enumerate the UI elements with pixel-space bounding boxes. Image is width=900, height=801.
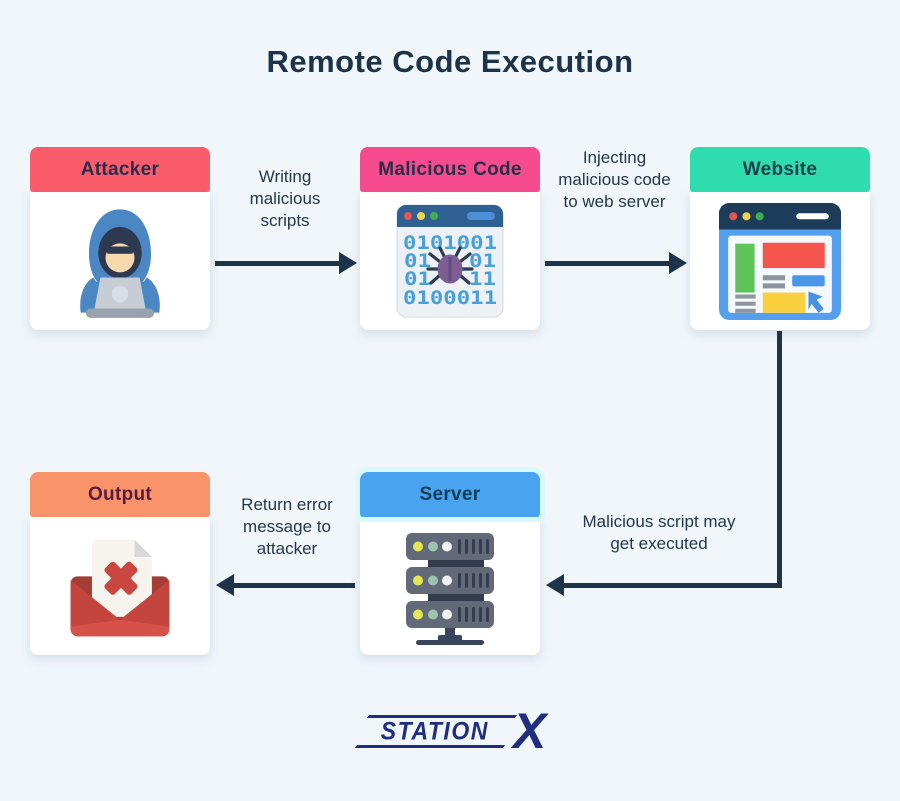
- webpage-icon: [719, 202, 841, 320]
- node-output: Output: [30, 472, 210, 655]
- stationx-logo-wordmark: STATION: [354, 715, 517, 748]
- server-unit: [406, 601, 494, 628]
- arrow-attacker-to-malicious: [215, 261, 341, 266]
- arrow-website-to-server: [561, 583, 782, 588]
- arrowhead-left-icon: [216, 574, 234, 596]
- node-website-label: Website: [742, 158, 818, 180]
- error-x-icon: [104, 561, 138, 595]
- svg-text:0101001: 0101001: [403, 232, 497, 254]
- node-website: Website: [690, 147, 870, 330]
- arrowhead-right-icon: [339, 252, 357, 274]
- node-malicious-code-body: 0101001 01 01 01 11 0100011: [360, 192, 540, 330]
- svg-text:01: 01: [404, 268, 431, 290]
- logo-word: STATION: [380, 716, 489, 745]
- node-website-body: [690, 192, 870, 330]
- node-server-body: [360, 517, 540, 655]
- stationx-logo: STATION X: [0, 703, 900, 759]
- node-server-label: Server: [419, 483, 481, 505]
- node-malicious-code-header: Malicious Code: [360, 147, 540, 192]
- node-attacker-label: Attacker: [80, 158, 160, 180]
- arrow-malicious-to-website: [545, 261, 671, 266]
- cursor-icon: [808, 290, 824, 313]
- node-malicious-code: Malicious Code 0101001 01 01 01 11 01000…: [360, 147, 540, 330]
- hacker-icon: [80, 209, 160, 318]
- error-mail-icon: [70, 539, 170, 637]
- logo-x: X: [512, 703, 547, 759]
- arrow-website-down-segment: [777, 331, 782, 588]
- malicious-code-icon: 0101001 01 01 01 11 0100011: [396, 204, 504, 318]
- node-output-header: Output: [30, 472, 210, 517]
- svg-text:11: 11: [469, 268, 496, 290]
- node-attacker: Attacker: [30, 147, 210, 330]
- server-unit: [406, 567, 494, 594]
- page-title: Remote Code Execution: [266, 44, 634, 79]
- svg-text:01: 01: [404, 250, 431, 272]
- node-output-body: [30, 517, 210, 655]
- edge-label-writing-malicious-scripts: Writing malicious scripts: [249, 167, 321, 231]
- arrowhead-right-icon: [669, 252, 687, 274]
- svg-text:0100011: 0100011: [403, 287, 497, 309]
- arrowhead-left-icon: [546, 574, 564, 596]
- edge-label-return-error-message: Return error message to attacker: [241, 495, 333, 559]
- node-attacker-body: [30, 192, 210, 330]
- node-malicious-code-label: Malicious Code: [378, 158, 522, 180]
- server-unit: [406, 533, 494, 560]
- node-server-header: Server: [360, 472, 540, 517]
- edge-label-malicious-script-executed: Malicious script may get executed: [582, 512, 736, 554]
- server-rack-icon: [406, 533, 494, 645]
- edge-label-injecting-malicious-code: Injecting malicious code to web server: [558, 148, 671, 212]
- node-website-header: Website: [690, 147, 870, 192]
- svg-text:01: 01: [469, 250, 496, 272]
- arrow-server-to-output: [233, 583, 355, 588]
- logo-bottom-line: [354, 745, 505, 748]
- node-attacker-header: Attacker: [30, 147, 210, 192]
- node-server: Server: [360, 472, 540, 655]
- node-output-label: Output: [87, 483, 153, 505]
- bug-icon: [426, 246, 474, 285]
